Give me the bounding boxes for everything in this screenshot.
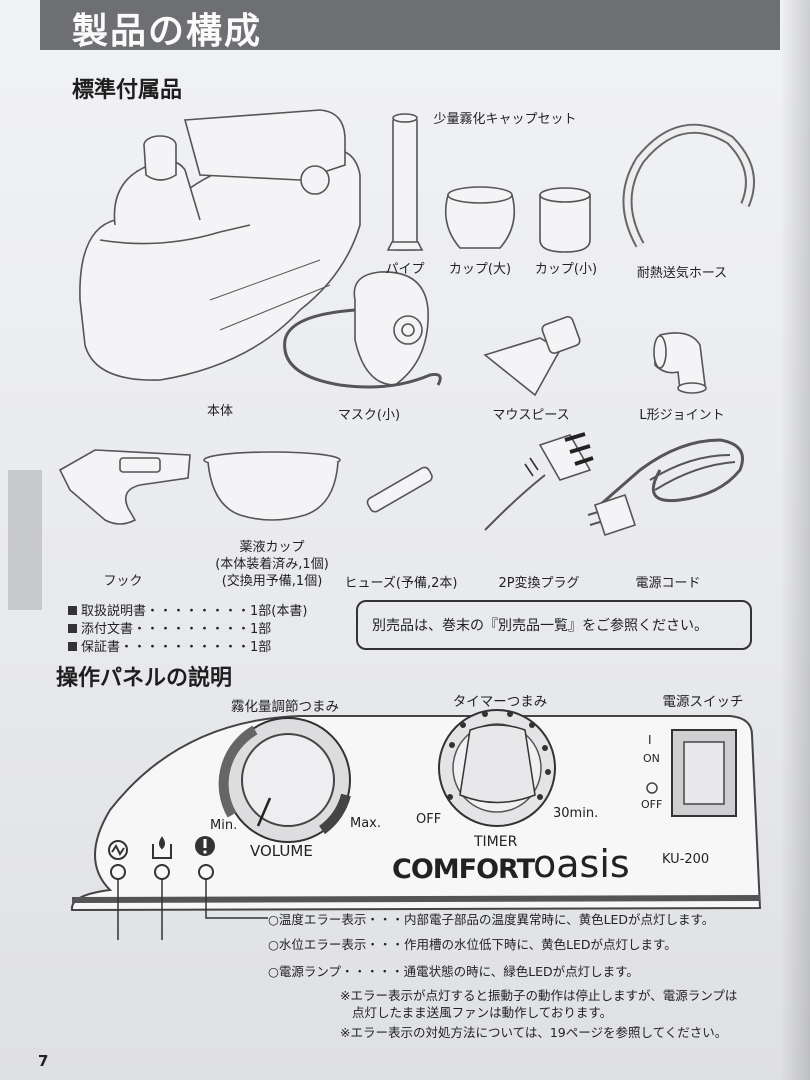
brand-oasis: oasis	[533, 842, 630, 886]
plug-adapter-illustration	[484, 432, 594, 531]
timer-knob-illustration	[438, 709, 556, 827]
label-cap-set: 少量霧化キャップセット	[433, 112, 577, 127]
label-mask: マスク(小)	[337, 408, 401, 423]
label-min: Min.	[210, 818, 238, 833]
temperature-error-icon	[195, 836, 215, 856]
temp-led	[198, 864, 214, 880]
label-fuse: ヒューズ(予備,2本)	[344, 576, 458, 591]
power-lamp-icon	[108, 840, 128, 860]
notice-box: 別売品は、巻末の『別売品一覧』をご参照ください。	[356, 600, 752, 650]
section-heading-panel: 操作パネルの説明	[56, 666, 233, 691]
indicator-power: ○電源ランプ・・・・・通電状態の時に、緑色LEDが点灯します。	[268, 964, 639, 979]
label-power-switch: 電源スイッチ	[662, 694, 744, 710]
mouthpiece-illustration	[483, 316, 581, 397]
label-volume-knob: 霧化量調節つまみ	[231, 699, 339, 715]
hose-illustration	[622, 123, 755, 248]
label-hose: 耐熱送気ホース	[636, 266, 728, 281]
label-cup-small: カップ(小)	[534, 262, 598, 277]
label-plug-adapter: 2P変換プラグ	[498, 576, 580, 591]
mask-illustration	[283, 271, 442, 389]
doc-line-manual: 取扱説明書・・・・・・・・1部(本書)	[68, 600, 307, 619]
cup-large-illustration	[444, 186, 516, 249]
medicine-cup-illustration	[203, 451, 341, 521]
water-level-icon	[152, 836, 172, 859]
l-joint-illustration	[653, 332, 707, 394]
label-volume: VOLUME	[250, 842, 313, 860]
title-bar	[40, 0, 780, 50]
page-title: 製品の構成	[72, 11, 263, 52]
label-timer: TIMER	[474, 834, 518, 850]
label-off: OFF	[641, 798, 663, 811]
off-mark-circle	[646, 782, 658, 794]
label-medicine-cup-note1: (本体装着済み,1個)	[215, 557, 329, 572]
hook-illustration	[58, 449, 191, 525]
power-led	[110, 864, 126, 880]
doc-line-warranty: 保証書・・・・・・・・・・1部	[68, 636, 271, 655]
note-2: 点灯したまま送風ファンは動作しております。	[352, 1005, 613, 1020]
cup-small-illustration	[539, 187, 591, 253]
control-panel	[70, 709, 762, 940]
label-timer-off: OFF	[416, 812, 442, 827]
note-1: ※エラー表示が点灯すると振動子の動作は停止しますが、電源ランプは	[340, 988, 738, 1003]
pipe-illustration	[386, 113, 424, 251]
doc-line-insert: 添付文書・・・・・・・・・1部	[68, 618, 271, 637]
notice-text: 別売品は、巻末の『別売品一覧』をご参照ください。	[372, 618, 708, 634]
section-heading-accessories: 標準付属品	[72, 78, 183, 103]
label-model: KU-200	[662, 852, 710, 867]
label-medicine-cup-note2: (交換用予備,1個)	[221, 574, 323, 589]
illustration-layer	[58, 109, 755, 537]
power-cord-illustration	[587, 438, 744, 537]
label-l-joint: L形ジョイント	[639, 408, 725, 423]
page-number: 7	[38, 1052, 49, 1070]
water-led	[154, 864, 170, 880]
label-on: ON	[643, 752, 660, 765]
fuse-illustration	[366, 466, 433, 513]
volume-knob-illustration	[218, 717, 351, 843]
body-illustration	[79, 109, 361, 381]
page-edge-shadow	[780, 0, 810, 1080]
label-max: Max.	[350, 816, 382, 831]
label-timer-30min: 30min.	[553, 806, 599, 821]
brand-comfort: COMFORT	[392, 854, 535, 885]
indicator-temp: ○温度エラー表示・・・内部電子部品の温度異常時に、黄色LEDが点灯します。	[268, 912, 715, 927]
label-hook: フック	[103, 574, 143, 589]
label-medicine-cup: 薬液カップ	[239, 540, 305, 555]
hose-inner	[624, 125, 753, 247]
label-power-cord: 電源コード	[635, 576, 701, 591]
indicator-water: ○水位エラー表示・・・作用槽の水位低下時に、黄色LEDが点灯します。	[268, 937, 677, 952]
label-timer-knob: タイマーつまみ	[452, 694, 548, 710]
label-mouthpiece: マウスピース	[492, 408, 570, 423]
side-tab	[8, 470, 42, 610]
label-cup-large: カップ(大)	[448, 262, 512, 277]
label-body: 本体	[206, 404, 234, 419]
note-3: ※エラー表示の対処方法については、19ページを参照してください。	[340, 1025, 728, 1040]
label-pipe: パイプ	[385, 262, 425, 277]
label-on-mark: I	[648, 733, 652, 747]
power-switch-illustration	[671, 729, 737, 817]
